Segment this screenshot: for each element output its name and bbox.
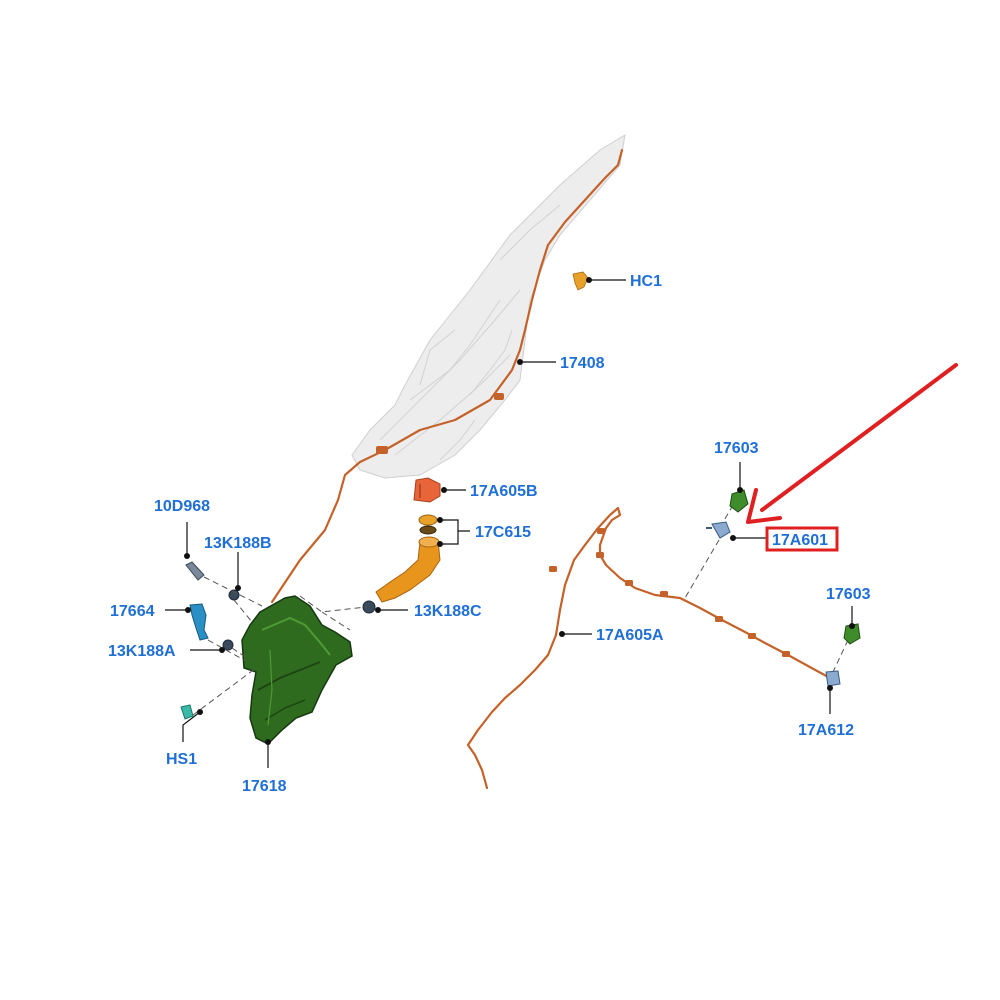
body-panel bbox=[351, 134, 626, 479]
hose-17408 bbox=[270, 148, 624, 604]
assembly-lines-left bbox=[192, 576, 367, 716]
callout-17a601[interactable]: 17A601 bbox=[772, 532, 828, 549]
callout-13k188b[interactable]: 13K188B bbox=[204, 535, 272, 552]
grommet-13k188a bbox=[222, 639, 234, 651]
filler-cap-17a605b bbox=[413, 477, 441, 503]
nozzle-17603-right bbox=[843, 623, 861, 645]
hose-clip bbox=[376, 446, 388, 454]
connector-17a612 bbox=[825, 670, 841, 687]
hose-clip bbox=[596, 552, 604, 558]
hose-clip bbox=[494, 393, 504, 400]
hose-clip bbox=[625, 580, 633, 586]
seal-17c615 bbox=[418, 514, 438, 535]
hose-clip bbox=[549, 566, 557, 572]
callout-17a612[interactable]: 17A612 bbox=[798, 722, 854, 739]
filler-neck bbox=[375, 536, 441, 603]
sensor-10d968 bbox=[185, 561, 205, 581]
pump-17664 bbox=[189, 603, 209, 641]
hose-clip bbox=[782, 651, 790, 657]
red-arrow bbox=[746, 363, 958, 524]
callout-17a605b[interactable]: 17A605B bbox=[470, 483, 538, 500]
highlight-box bbox=[765, 526, 839, 552]
hose-clip bbox=[748, 633, 756, 639]
callout-hc1[interactable]: HC1 bbox=[630, 273, 662, 290]
assembly-lines-right bbox=[684, 504, 849, 673]
nozzle-17603-top bbox=[729, 489, 749, 513]
callout-17c615[interactable]: 17C615 bbox=[475, 524, 531, 541]
callout-13k188c[interactable]: 13K188C bbox=[414, 603, 482, 620]
hose-clip bbox=[597, 528, 605, 534]
callout-labels: HC1 17408 17A605B 17C615 10D968 13K188B … bbox=[108, 273, 871, 795]
callout-17603-top[interactable]: 17603 bbox=[714, 440, 759, 457]
connector-hs1 bbox=[180, 704, 194, 720]
reservoir-17618 bbox=[241, 595, 353, 745]
callout-13k188a[interactable]: 13K188A bbox=[108, 643, 176, 660]
hose-clip bbox=[660, 591, 668, 597]
callout-17603-right[interactable]: 17603 bbox=[826, 586, 871, 603]
callout-17408[interactable]: 17408 bbox=[560, 355, 605, 372]
callout-17664[interactable]: 17664 bbox=[110, 603, 155, 620]
hose-17a605a bbox=[466, 506, 832, 790]
callout-17618[interactable]: 17618 bbox=[242, 778, 287, 795]
leader-lines bbox=[165, 277, 855, 768]
grommet-13k188c bbox=[362, 600, 376, 614]
callout-10d968[interactable]: 10D968 bbox=[154, 498, 210, 515]
callout-hs1[interactable]: HS1 bbox=[166, 751, 197, 768]
callout-17a605a[interactable]: 17A605A bbox=[596, 627, 664, 644]
connector-17a601 bbox=[706, 521, 731, 539]
clip-hc1 bbox=[572, 271, 589, 291]
hose-clip bbox=[715, 616, 723, 622]
